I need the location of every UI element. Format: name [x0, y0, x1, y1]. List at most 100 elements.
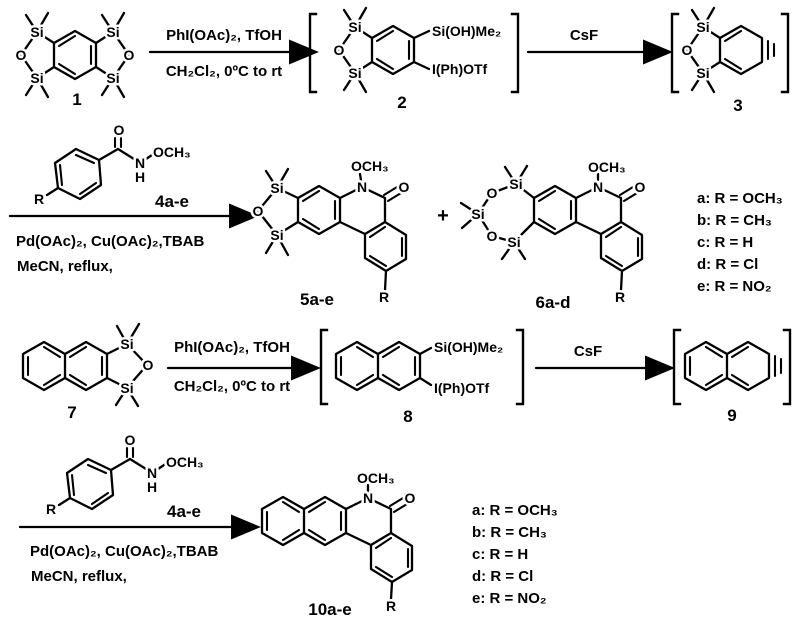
plus-sign: + — [437, 205, 449, 227]
substituent-key-item: b: R = CH₃ — [697, 212, 772, 229]
atom-si: Si — [270, 180, 283, 196]
reagent-step1-above: PhI(OAc)₂, TfOH — [166, 27, 282, 44]
compound-label-4: 4a-e — [155, 192, 189, 211]
compound-8: Si(OH)Me₂ I(Ph)OTf 8 — [319, 328, 525, 429]
substituent-key-item: a: R = OCH₃ — [472, 502, 558, 519]
ring-bonds — [260, 483, 414, 601]
substituent-key-item: c: R = H — [472, 546, 528, 563]
brackets — [308, 12, 520, 94]
atom-r: R — [46, 501, 56, 517]
aromatic-inner-bonds — [26, 345, 104, 387]
atom-si: Si — [30, 24, 43, 40]
methyl-bonds — [690, 6, 716, 94]
atom-o: O — [114, 122, 125, 138]
atom-ome: OCH₃ — [588, 159, 626, 175]
substituent-key-item: a: R = OCH₃ — [697, 190, 783, 207]
aryne-triple-bond — [688, 345, 783, 387]
ring-bonds — [683, 340, 771, 392]
silanol-group: Si(OH)Me₂ — [434, 339, 503, 355]
ring-bonds — [685, 24, 764, 76]
carbonyl-double-bond — [388, 496, 409, 514]
aryne-triple-bond — [723, 29, 776, 71]
atom-o: O — [399, 179, 410, 195]
reaction-arrow-6: Pd(OAc)₂, Cu(OAc)₂,TBAB MeCN, reflux, — [18, 514, 261, 588]
reaction-arrow-4: PhI(OAc)₂, TfOH CH₂Cl₂, 0ºC to rt — [166, 337, 321, 398]
ring-bonds — [337, 24, 431, 76]
carbonyl-double-bond — [382, 185, 403, 203]
atom-o: O — [124, 47, 135, 63]
reagent-step1-below: CH₂Cl₂, 0ºC to rt — [174, 378, 290, 395]
atom-o: O — [405, 490, 416, 506]
compound-3: Si O Si 3 — [670, 6, 790, 118]
atom-n: N — [135, 155, 145, 171]
substituent-key-item: e: R = NO₂ — [697, 278, 772, 295]
ring-bonds — [21, 340, 149, 392]
aromatic-inner-bonds — [375, 29, 411, 71]
compound-1: Si O Si Si O Si 1 — [13, 11, 137, 112]
atom-o: O — [334, 42, 345, 58]
compound-label-2: 2 — [397, 93, 406, 112]
compound-6: Si O Si O Si N OCH₃ O R 6a-d — [459, 157, 648, 315]
atom-si: Si — [270, 227, 283, 243]
compound-4-row4: O N H OCH₃ R 4a-e — [43, 430, 206, 524]
compound-label-9: 9 — [727, 406, 736, 425]
aromatic-inner-bonds — [339, 345, 417, 387]
reagent-step1-below: CH₂Cl₂, 0ºC to rt — [166, 63, 282, 80]
reagent-pd-cu: Pd(OAc)₂, Cu(OAc)₂,TBAB — [30, 543, 218, 560]
aromatic-inner-bonds — [70, 463, 110, 506]
carbonyl-double-bond — [125, 446, 135, 459]
reaction-arrow-1: PhI(OAc)₂, TfOH CH₂Cl₂, 0ºC to rt — [148, 25, 319, 83]
silanol-group: Si(OH)Me₂ — [432, 23, 501, 39]
atom-si: Si — [106, 24, 119, 40]
reagent-csf: CsF — [570, 27, 598, 44]
methyl-bonds — [114, 322, 141, 408]
substituent-key-item: d: R = Cl — [697, 256, 758, 273]
atom-h: H — [147, 479, 157, 495]
methyl-bonds — [24, 11, 126, 99]
substituent-key-item: e: R = NO₂ — [472, 590, 547, 607]
atom-o: O — [635, 179, 646, 195]
compound-10: N OCH₃ O R 10a-e — [260, 468, 418, 618]
compound-2: Si O Si Si(OH)Me₂ I(Ph)OTf 2 — [308, 6, 520, 115]
substituent-key-item: d: R = Cl — [472, 568, 533, 585]
atom-h: H — [135, 169, 145, 185]
atom-si: Si — [509, 176, 522, 192]
methyl-bonds — [342, 6, 368, 94]
compound-label-8: 8 — [403, 407, 412, 426]
atom-si: Si — [348, 65, 361, 81]
methyl-bonds — [264, 167, 290, 257]
brackets — [672, 328, 792, 406]
carbonyl-double-bond — [113, 136, 123, 149]
atom-r: R — [379, 289, 389, 305]
atom-si: Si — [348, 19, 361, 35]
brackets — [319, 328, 525, 406]
atom-o: O — [682, 42, 693, 58]
aromatic-inner-bonds — [265, 500, 410, 579]
iodane-group: I(Ph)OTf — [434, 380, 490, 396]
brackets — [670, 12, 790, 94]
atom-n: N — [147, 465, 157, 481]
compound-label-6: 6a-d — [536, 293, 571, 312]
atom-r: R — [386, 598, 396, 614]
substituent-key-item: b: R = CH₃ — [472, 524, 547, 541]
atom-r: R — [34, 191, 44, 207]
substituent-key-item: c: R = H — [697, 234, 753, 251]
ring-bonds — [476, 172, 644, 292]
compound-4-row2: O N H OCH₃ R 4a-e — [31, 120, 193, 214]
atom-ome: OCH₃ — [153, 144, 191, 160]
compound-label-7: 7 — [67, 403, 76, 422]
compound-label-3: 3 — [733, 96, 742, 115]
ring-bonds — [19, 29, 131, 81]
atom-si: Si — [471, 206, 484, 222]
atom-si: Si — [696, 65, 709, 81]
aromatic-inner-bonds — [57, 34, 93, 76]
atom-ome: OCH₃ — [351, 158, 389, 174]
atom-o: O — [487, 185, 498, 201]
reagent-pd-cu: Pd(OAc)₂, Cu(OAc)₂,TBAB — [16, 233, 204, 250]
iodane-group: I(Ph)OTf — [432, 61, 488, 77]
carbonyl-double-bond — [618, 185, 639, 203]
atom-ome: OCH₃ — [166, 454, 204, 470]
reaction-arrow-2: CsF — [526, 25, 673, 65]
